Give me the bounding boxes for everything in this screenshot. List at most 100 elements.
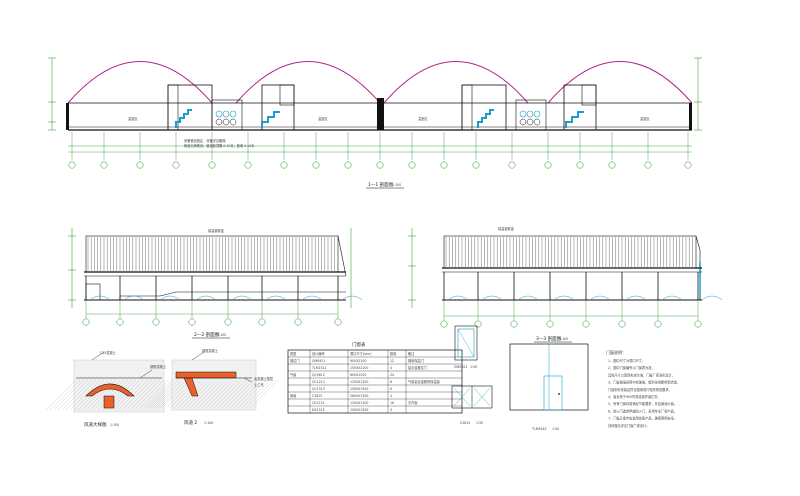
hatch-line <box>185 379 215 409</box>
hatch-line <box>221 379 251 409</box>
schedule-cell: 16 <box>390 401 394 405</box>
grid-bubble <box>644 161 652 169</box>
room-label-3: 温室区 <box>418 116 428 121</box>
arch-2 <box>235 61 381 104</box>
duct-arc <box>341 295 363 301</box>
section-2-scale: 1:100 <box>217 333 226 337</box>
hatch-line <box>49 379 81 411</box>
grid-bubble <box>82 318 90 326</box>
schedule-cell: 1500X1500 <box>350 408 368 412</box>
detail-a-label-1: C25混凝土 <box>100 350 117 355</box>
grid-bubble <box>654 320 662 328</box>
hatch-line <box>229 379 259 409</box>
schedule-cell: TLM1521 <box>311 366 327 370</box>
section-2-roof-ribs <box>87 237 335 271</box>
section-2-gridlines <box>82 300 342 326</box>
room-label-4: 温室区 <box>640 116 650 121</box>
duct-arc <box>301 295 323 301</box>
detail-b-label-2: 素混凝土垫层 <box>254 376 273 381</box>
schedule-cell: 1500X2100 <box>350 366 368 370</box>
grid-bubble <box>258 318 266 326</box>
note-line: 3、门窗玻璃采用中空玻璃，框料采用断桥铝合金， <box>608 380 680 385</box>
note-line: 门窗制作安装应符合国家现行相关规范要求。 <box>608 387 672 392</box>
section-1-gridlines <box>68 132 692 169</box>
duct-arc <box>553 295 575 301</box>
duct-arc <box>265 295 287 301</box>
section-1-1: 温室区 温室区 温室区 温室区 采暖管道固定，设备详见暖施 管道沿墙敷设，管道距… <box>48 57 702 189</box>
grid-bubble <box>694 320 702 328</box>
grid-bubble <box>116 318 124 326</box>
hatch-line <box>121 379 153 411</box>
schedule-cell: QC0612 <box>312 373 325 377</box>
grid-bubble <box>100 161 108 169</box>
grid-bubble <box>334 318 342 326</box>
arch-4 <box>547 61 693 104</box>
section-1-title: 1—1 剖面图 <box>368 181 394 188</box>
schedule-cell: 24 <box>390 373 394 377</box>
duct-arc <box>517 295 539 301</box>
section-3-scale: 1:100 <box>559 337 568 341</box>
section-3-roof-ribs <box>445 237 693 267</box>
section-2-title: 2—2 剖面图 <box>194 331 220 338</box>
note-line: 1、图中尺寸为洞口尺寸。 <box>608 358 645 363</box>
schedule-cell: 铝合金推拉门 <box>408 365 427 370</box>
schedule-cell: C2815 <box>312 394 322 398</box>
grid-bubble <box>618 320 626 328</box>
section-1-note-2: 管道沿墙敷设，管道距顶棚 0.30米，距墙 0.10米 <box>184 143 255 148</box>
schedule-cell: 6 <box>390 387 392 391</box>
grid-bubble <box>312 161 320 169</box>
schedule-cell: 平开窗 <box>408 400 418 405</box>
grid-bubble <box>208 161 216 169</box>
grid-bubble <box>376 161 384 169</box>
hatch-line <box>61 379 93 411</box>
detail-a-hatch <box>45 379 189 411</box>
schedule-cell: 4 <box>390 366 392 370</box>
grid-bubble <box>510 320 518 328</box>
detail-b-title: 风道 2 <box>184 419 197 426</box>
hatch-line <box>109 379 141 411</box>
hatch-line <box>193 379 223 409</box>
notes-block: 门窗说明： 1、图中尺寸为洞口尺寸。2、图中门窗编号以门窗表为准， 具体尺寸以现… <box>606 349 680 428</box>
schedule-cell: 推拉门 <box>290 358 300 363</box>
stair-3 <box>477 109 494 128</box>
hatch-line <box>93 379 125 411</box>
hatch-line <box>173 379 203 409</box>
note-line: 2、图中门窗编号以门窗表为准， <box>608 365 655 370</box>
grid-bubble <box>576 161 584 169</box>
hatch-line <box>133 379 165 411</box>
duct-arc <box>589 295 611 301</box>
schedule-cell: 900X2100 <box>350 359 366 363</box>
duct-arc <box>159 295 181 301</box>
detail-b-scale: 1:100 <box>204 421 213 425</box>
hatch-line <box>201 379 231 409</box>
grid-bubble <box>280 161 288 169</box>
stair-1 <box>175 109 192 128</box>
big-door-scale: 1:50 <box>552 427 559 431</box>
detail-b-label-3: 土工布 <box>254 382 264 387</box>
detail-b-hatch <box>145 379 279 409</box>
schedule-cell: QC1212 <box>312 380 325 384</box>
tank-group-1 <box>215 110 237 126</box>
grid-bubble <box>136 161 144 169</box>
duct-arc <box>231 295 253 301</box>
section-2-columns <box>85 276 363 301</box>
section-3-title: 3—3 剖面图 <box>536 335 562 342</box>
grid-bubble <box>684 161 692 169</box>
section-3-3: 保温被覆盖 3—3 剖面图 1:100 <box>408 226 723 343</box>
arch-3 <box>383 61 529 104</box>
detail-a-title: 风道大样图 <box>84 421 107 428</box>
schedule-title: 门窗表 <box>352 341 366 348</box>
hatch-line <box>189 379 219 409</box>
hatch-line <box>249 379 279 409</box>
stair-4 <box>565 111 584 128</box>
hatch-line <box>213 379 243 409</box>
detail-duct-a: C25混凝土 钢筋混凝土 风道大样图 1:100 <box>45 350 189 428</box>
detail-a-label-2: 钢筋混凝土 <box>150 364 167 369</box>
hatch-line <box>245 379 275 409</box>
hatch-line <box>69 379 101 411</box>
hatch-line <box>137 379 169 411</box>
schedule-cell: GM0921 <box>312 359 325 363</box>
hatch-line <box>141 379 173 411</box>
